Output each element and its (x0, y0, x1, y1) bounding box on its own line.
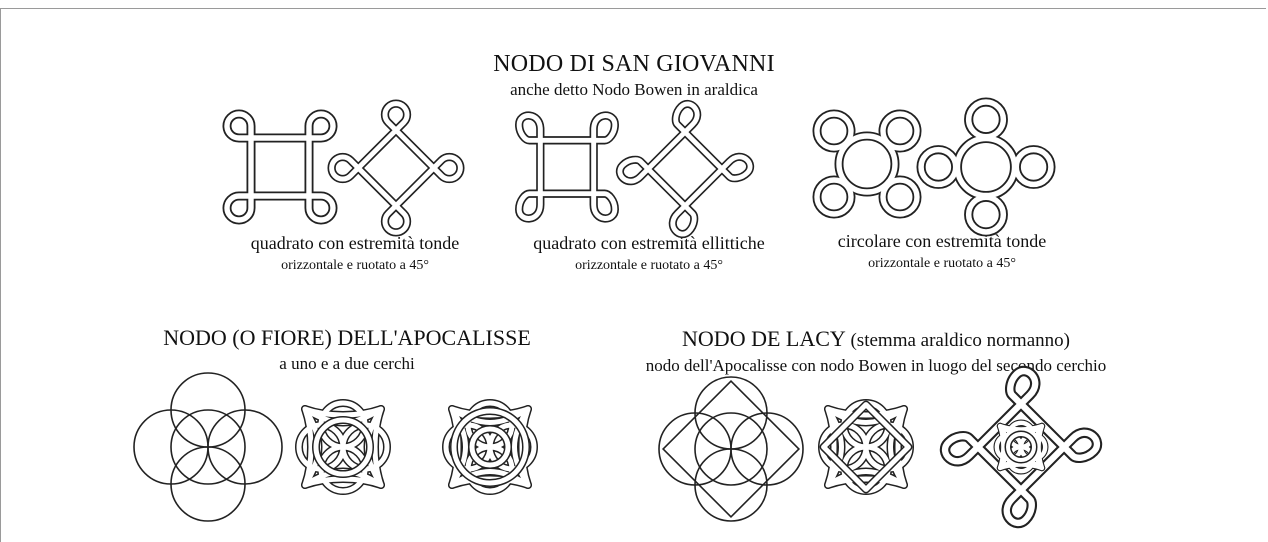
de-lacy-subtitle: nodo dell'Apocalisse con nodo Bowen in l… (645, 356, 1107, 375)
bowen-square-elliptic-horizontal (519, 116, 615, 219)
top-title: NODO DI SAN GIOVANNI (493, 51, 775, 77)
caption-3-line1: circolare con estremità tonde (837, 231, 1047, 251)
apocalypse-flower-circles (133, 372, 283, 522)
apocalypse-knot-one-circle (299, 403, 387, 491)
bowen-square-round-horizontal (227, 114, 333, 220)
caption-2-line2: orizzontale e ruotato a 45° (575, 258, 723, 273)
bowen-circular-rotated (914, 95, 1058, 239)
apocalypse-title: NODO (O FIORE) DELL'APOCALISSE (163, 325, 531, 350)
caption-1-line2: orizzontale e ruotato a 45° (281, 258, 429, 273)
de-lacy-title-main: NODO DE LACY (682, 326, 845, 351)
bowen-square-elliptic-rotated (616, 100, 753, 237)
de-lacy-construction (658, 376, 804, 522)
caption-1-line1: quadrato con estremità tonde (250, 233, 460, 253)
top-subtitle: anche detto Nodo Bowen in araldica (510, 80, 758, 99)
caption-3-line2: orizzontale e ruotato a 45° (868, 256, 1016, 271)
page-frame (0, 8, 1266, 542)
de-lacy-knot (822, 403, 910, 491)
apocalypse-knot-two-circles (446, 403, 534, 491)
de-lacy-title-paren: (stemma araldico normanno) (850, 330, 1070, 351)
bowen-circular-horizontal (817, 114, 917, 214)
apocalypse-subtitle: a uno e a due cerchi (279, 354, 415, 373)
bowen-square-round-rotated (327, 99, 465, 237)
caption-2-line1: quadrato con estremità ellittiche (533, 233, 765, 253)
de-lacy-title: NODO DE LACY (stemma araldico normanno) (682, 326, 1070, 352)
de-lacy-bowen-knot (941, 367, 1101, 527)
